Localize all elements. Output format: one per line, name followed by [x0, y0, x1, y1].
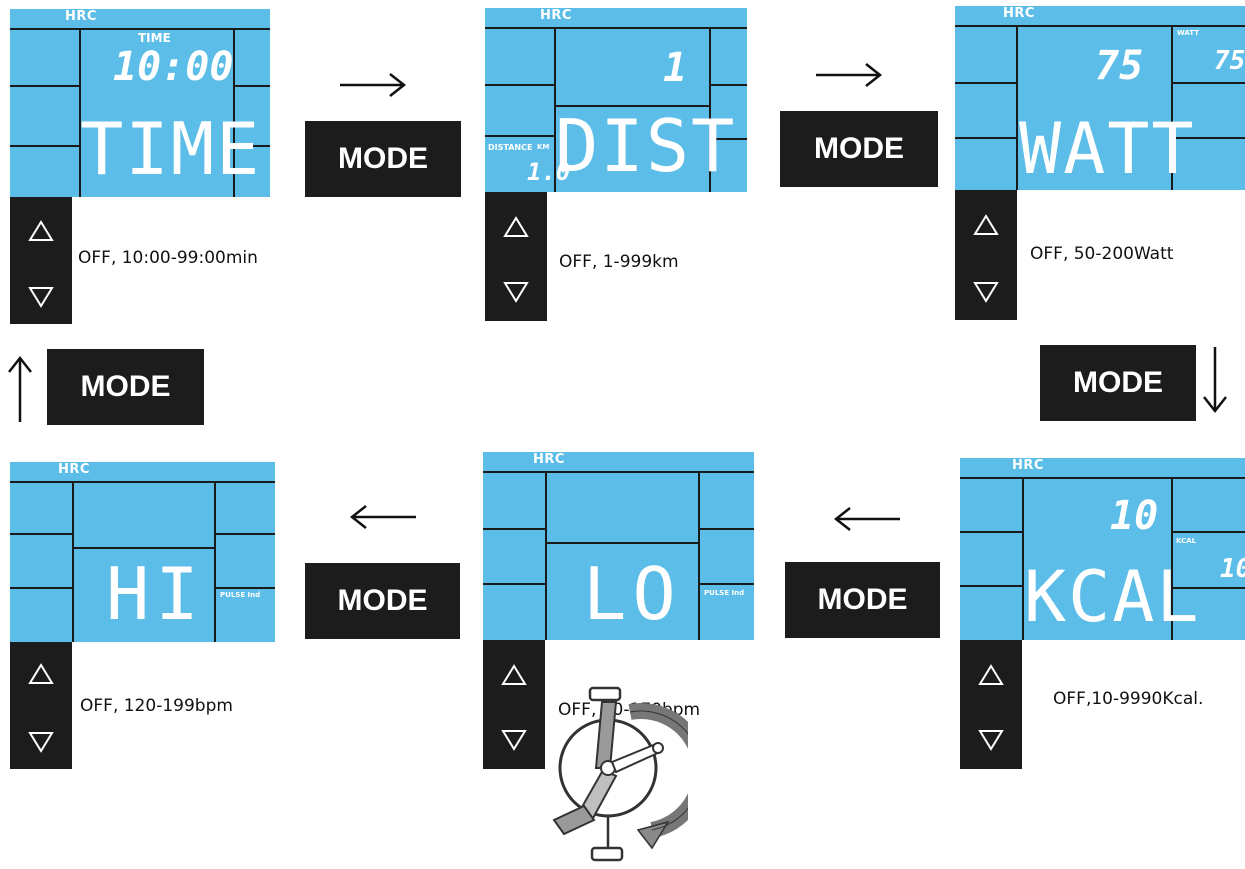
- lcd-grid: [955, 25, 1245, 190]
- mode-button-5[interactable]: MODE: [305, 563, 460, 639]
- hi-big-label: HI: [106, 552, 205, 636]
- kcal-side-label: KCAL: [1176, 537, 1197, 545]
- pedal-rotation-icon: [548, 680, 709, 869]
- lcd-grid: [10, 28, 270, 197]
- dist-side-label: DISTANCE: [488, 143, 533, 152]
- down-triangle-icon[interactable]: [483, 720, 545, 760]
- up-triangle-icon[interactable]: [955, 205, 1017, 245]
- watt-side-label: WATT: [1177, 29, 1199, 37]
- dist-unit: KM: [537, 143, 550, 151]
- arrow-up-icon: [5, 354, 35, 428]
- mode-button-2[interactable]: MODE: [780, 111, 938, 187]
- keypad-hi[interactable]: [10, 642, 72, 769]
- time-big-label: TIME: [80, 107, 262, 191]
- arrow-right-icon: [338, 70, 408, 104]
- mode-button-1[interactable]: MODE: [305, 121, 461, 197]
- hrc-label: HRC: [540, 8, 572, 23]
- lcd-screen-time: HRC TIME 10:00 TIME: [10, 9, 270, 197]
- kcal-side-value: 10: [1220, 554, 1245, 584]
- lo-side-label: PULSE Ind: [704, 589, 745, 597]
- hi-range-text: OFF, 120-199bpm: [80, 696, 233, 716]
- mode-button-6[interactable]: MODE: [47, 349, 204, 425]
- time-value: 10:00: [113, 44, 234, 90]
- up-triangle-icon[interactable]: [10, 211, 72, 251]
- keypad-kcal[interactable]: [960, 640, 1022, 769]
- lcd-screen-dist: HRC 1 DIST DISTANCE KM 1.0: [485, 8, 747, 192]
- hrc-label: HRC: [1003, 6, 1035, 21]
- kcal-value: 10: [1110, 493, 1159, 539]
- watt-range-text: OFF, 50-200Watt: [1030, 244, 1174, 264]
- lcd-screen-lo: HRC LO PULSE Ind: [483, 452, 754, 640]
- dist-big-label: DIST: [555, 104, 737, 188]
- time-range-text: OFF, 10:00-99:00min: [78, 248, 258, 268]
- up-triangle-icon[interactable]: [10, 654, 72, 694]
- lo-big-label: LO: [583, 552, 682, 636]
- kcal-range-text: OFF,10-9990Kcal.: [1053, 689, 1204, 709]
- keypad-time[interactable]: [10, 197, 72, 324]
- dist-range-text: OFF, 1-999km: [559, 252, 679, 272]
- up-triangle-icon[interactable]: [485, 207, 547, 247]
- down-triangle-icon[interactable]: [10, 277, 72, 317]
- lcd-grid: [960, 477, 1245, 640]
- lcd-screen-hi: HRC HI PULSE Ind: [10, 462, 275, 642]
- arrow-down-icon: [1200, 345, 1230, 419]
- watt-value: 75: [1095, 43, 1144, 89]
- keypad-dist[interactable]: [485, 192, 547, 321]
- down-triangle-icon[interactable]: [485, 272, 547, 312]
- lcd-grid: [10, 481, 275, 642]
- lcd-screen-watt: HRC 75 WATT 75 WATT: [955, 6, 1245, 190]
- keypad-watt[interactable]: [955, 190, 1017, 320]
- keypad-lo[interactable]: [483, 640, 545, 769]
- mode-button-3[interactable]: MODE: [1040, 345, 1196, 421]
- up-triangle-icon[interactable]: [960, 655, 1022, 695]
- watt-side-value: 75: [1214, 46, 1245, 76]
- lcd-grid: [485, 27, 747, 192]
- watt-big-label: WATT: [1019, 108, 1196, 190]
- dist-value: 1: [663, 45, 688, 91]
- hrc-label: HRC: [533, 452, 565, 467]
- dist-side-value: 1.0: [527, 158, 571, 186]
- up-triangle-icon[interactable]: [483, 655, 545, 695]
- mode-button-4[interactable]: MODE: [785, 562, 940, 638]
- kcal-big-label: KCAL: [1024, 556, 1201, 638]
- hrc-label: HRC: [65, 9, 97, 24]
- down-triangle-icon[interactable]: [10, 722, 72, 762]
- arrow-left-icon: [832, 504, 902, 538]
- hrc-label: HRC: [58, 462, 90, 477]
- down-triangle-icon[interactable]: [955, 272, 1017, 312]
- hi-side-label: PULSE Ind: [220, 591, 261, 599]
- down-triangle-icon[interactable]: [960, 720, 1022, 760]
- arrow-left-icon: [348, 502, 418, 536]
- hrc-label: HRC: [1012, 458, 1044, 473]
- time-top-label: TIME: [138, 31, 171, 45]
- lcd-screen-kcal: HRC 10 KCAL 10 KCAL: [960, 458, 1245, 640]
- lcd-grid: [483, 471, 754, 640]
- arrow-right-icon: [814, 60, 884, 94]
